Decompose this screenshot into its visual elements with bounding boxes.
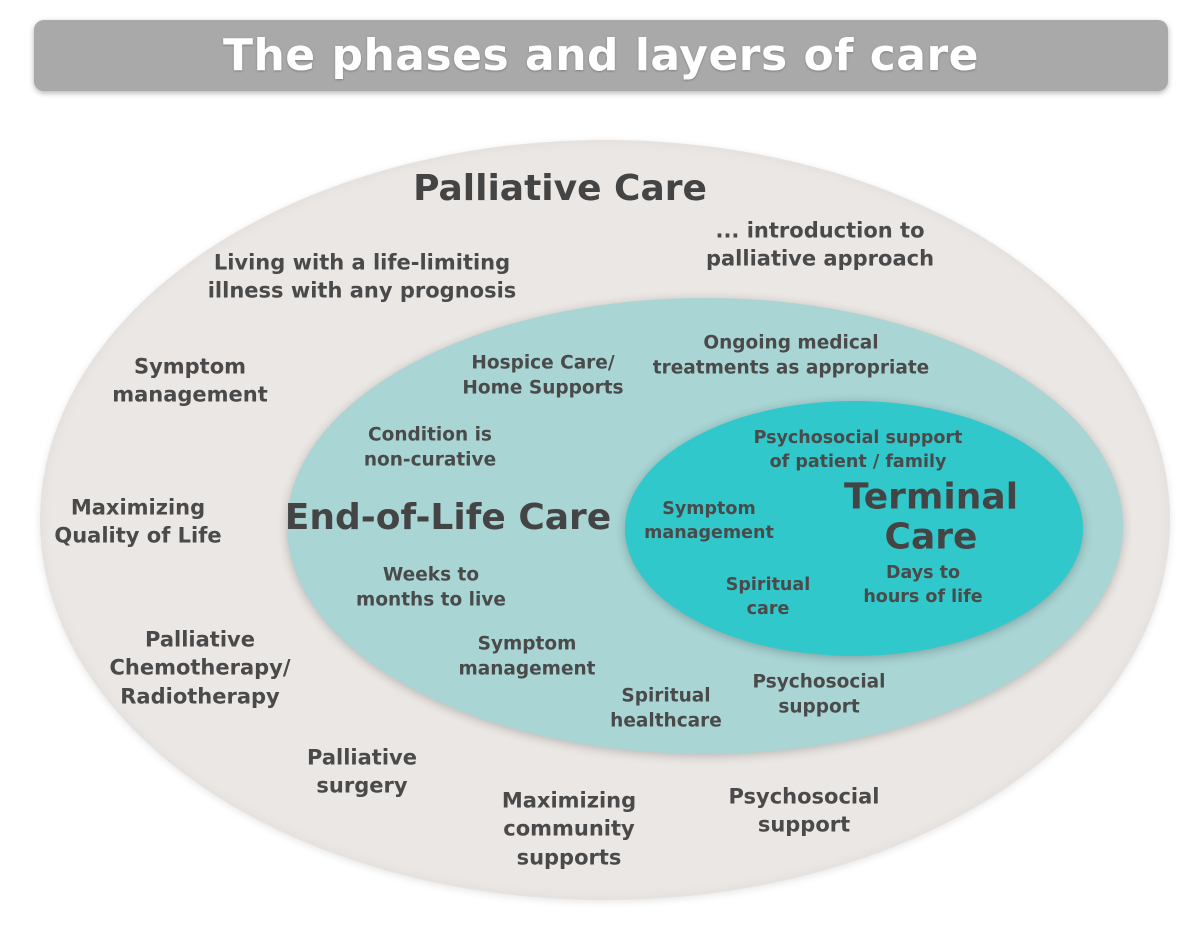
terminal-item-symptom-management: Symptom management — [644, 499, 774, 543]
eol-item-psychosocial-support: Psychosocial support — [752, 671, 886, 718]
eol-item-weeks-to-months: Weeks to months to live — [356, 564, 506, 611]
page-title: The phases and layers of care — [222, 30, 980, 81]
eol-item-spiritual-healthcare: Spiritual healthcare — [610, 685, 722, 732]
palliative-item-symptom-management: Symptom management — [112, 354, 268, 407]
palliative-item-life-limiting-illness: Living with a life-limiting illness with… — [207, 250, 517, 303]
eol-item-hospice-care: Hospice Care/ Home Supports — [462, 352, 624, 399]
terminal-item-days-to-hours: Days to hours of life — [863, 563, 983, 607]
terminal-care-ellipse — [625, 401, 1083, 656]
terminal-item-psychosocial-support: Psychosocial support of patient / family — [753, 428, 963, 472]
eol-item-non-curative: Condition is non-curative — [363, 424, 497, 471]
end-of-life-care-heading: End-of-Life Care — [284, 497, 612, 539]
palliative-item-quality-of-life: Maximizing Quality of Life — [54, 495, 222, 548]
title-banner: The phases and layers of care — [34, 20, 1168, 91]
eol-item-symptom-management: Symptom management — [458, 633, 596, 680]
palliative-item-surgery: Palliative surgery — [307, 745, 417, 798]
palliative-item-chemo-radiotherapy: Palliative Chemotherapy/ Radiotherapy — [109, 627, 291, 709]
terminal-care-heading: Terminal Care — [843, 476, 1019, 557]
eol-item-ongoing-treatments: Ongoing medical treatments as appropriat… — [652, 332, 930, 379]
palliative-care-heading: Palliative Care — [413, 168, 707, 210]
palliative-item-introduction: ... introduction to palliative approach — [705, 218, 935, 271]
palliative-item-community-supports: Maximizing community supports — [501, 788, 637, 870]
terminal-item-spiritual-care: Spiritual care — [725, 575, 811, 619]
palliative-item-psychosocial-support: Psychosocial support — [728, 784, 880, 837]
